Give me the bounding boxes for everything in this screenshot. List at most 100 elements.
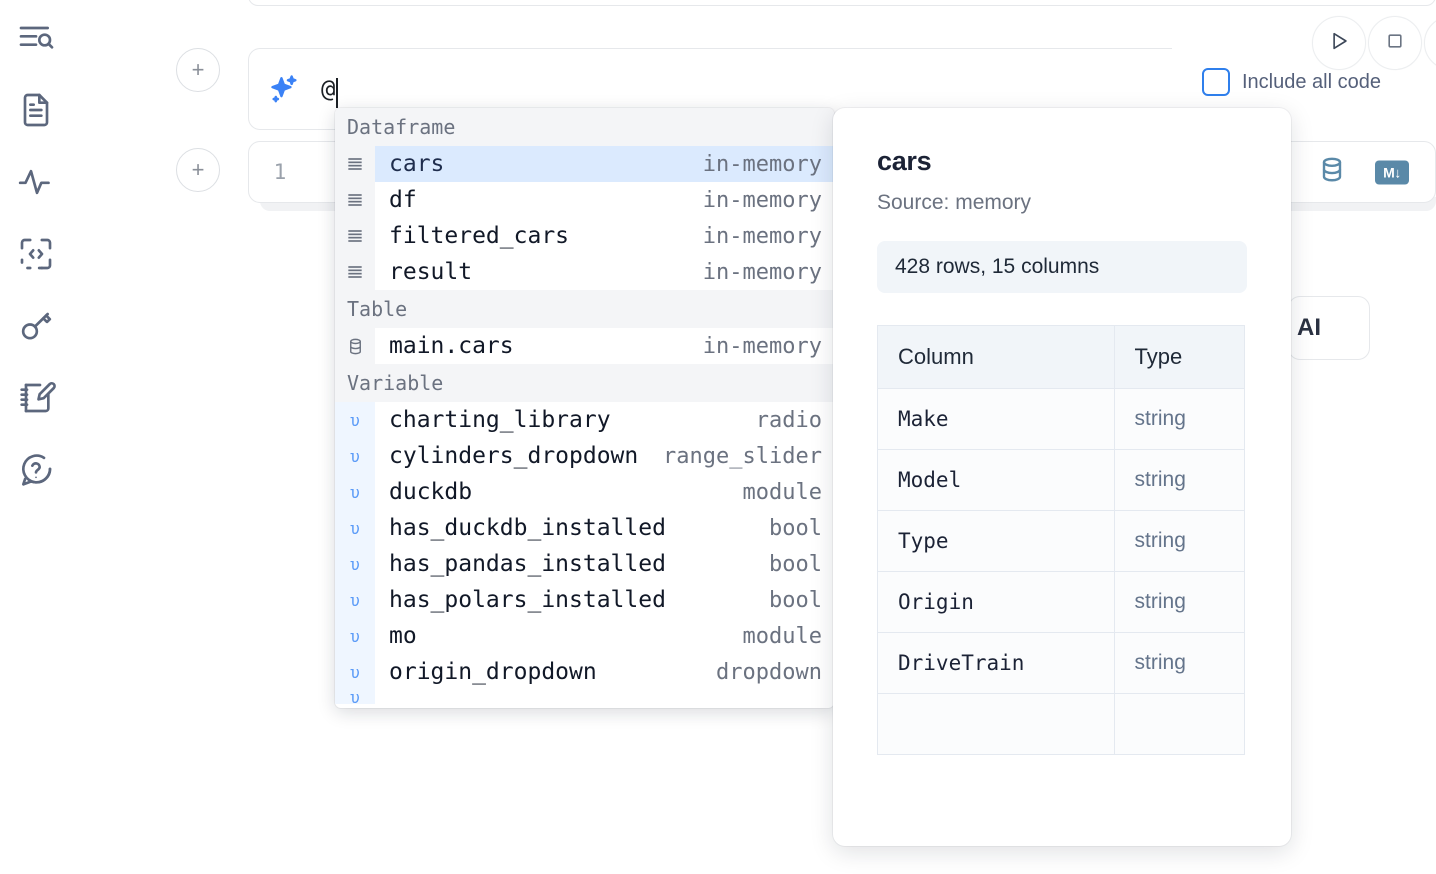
autocomplete-item-name: has_pandas_installed: [389, 551, 666, 577]
autocomplete-item-kind: in-memory: [702, 259, 822, 285]
autocomplete-item-name: cars: [375, 146, 703, 182]
cell-column-type: [1114, 693, 1245, 755]
autocomplete-item-result[interactable]: result in-memory: [335, 254, 834, 290]
table-row: Make string: [877, 388, 1245, 450]
autocomplete-item-cars[interactable]: cars in-memory: [335, 146, 834, 182]
autocomplete-item-has-duckdb-installed[interactable]: υ has_duckdb_installed bool: [335, 510, 834, 546]
cell-column-name: Model: [877, 449, 1115, 511]
autocomplete-group-header: Table: [335, 290, 834, 328]
autocomplete-item-name: duckdb: [389, 479, 473, 505]
autocomplete-item-kind: in-memory: [702, 223, 822, 249]
code-snippets-icon: [16, 234, 56, 274]
sidebar-item-outline[interactable]: [14, 88, 58, 132]
text-caret: [336, 78, 339, 108]
stop-square-icon: [1383, 29, 1407, 58]
add-cell-button-bottom[interactable]: +: [176, 148, 220, 192]
autocomplete-item-mo[interactable]: υ mo module: [335, 618, 834, 654]
autocomplete-item-name: charting_library: [389, 407, 611, 433]
table-row: Type string: [877, 510, 1245, 572]
include-all-code-checkbox[interactable]: [1202, 68, 1230, 96]
autocomplete-group-header: Dataframe: [335, 108, 834, 146]
sidebar-item-file-explorer[interactable]: [14, 16, 58, 60]
detail-schema-table: Column Type Make string Model string Typ…: [877, 325, 1245, 755]
autocomplete-item-name: has_duckdb_installed: [389, 515, 666, 541]
autocomplete-item-kind: radio: [755, 407, 822, 433]
sparkle-ai-icon: [267, 72, 301, 106]
table-row-clipped: [877, 693, 1245, 755]
cell-column-name: [877, 693, 1115, 755]
autocomplete-item-name: [375, 690, 822, 704]
autocomplete-item-clipped[interactable]: υ: [335, 690, 834, 704]
markdown-icon[interactable]: M↓: [1375, 160, 1409, 184]
notebook-edit-icon: [16, 378, 56, 418]
table-row: Model string: [877, 449, 1245, 511]
variable-icon: υ: [335, 582, 375, 618]
table-row: Origin string: [877, 571, 1245, 633]
include-all-code-label: Include all code: [1242, 70, 1381, 93]
cell-column-name: Make: [877, 388, 1115, 450]
variable-icon: υ: [335, 546, 375, 582]
autocomplete-item-cylinders-dropdown[interactable]: υ cylinders_dropdown range_slider: [335, 438, 834, 474]
line-number: 1: [273, 160, 287, 184]
autocomplete-item-name: filtered_cars: [389, 223, 570, 249]
autocomplete-item-name: has_polars_installed: [389, 587, 666, 613]
table-header-row: Column Type: [877, 325, 1245, 389]
cell-column-type: string: [1114, 449, 1245, 511]
help-chat-icon: [16, 450, 56, 490]
column-header-column: Column: [877, 325, 1115, 389]
autocomplete-item-kind: in-memory: [702, 146, 834, 182]
database-icon[interactable]: [1317, 155, 1347, 190]
variable-icon: υ: [335, 438, 375, 474]
autocomplete-item-kind: in-memory: [702, 187, 822, 213]
autocomplete-item-kind: in-memory: [702, 333, 822, 359]
autocomplete-item-name: mo: [389, 623, 417, 649]
sidebar-item-activity[interactable]: [14, 160, 58, 204]
cell-column-name: Type: [877, 510, 1115, 572]
ai-float-button[interactable]: AI: [1288, 296, 1370, 360]
autocomplete-item-kind: bool: [769, 551, 822, 577]
cell-action-icons: M↓: [1317, 155, 1409, 190]
detail-title: cars: [877, 146, 932, 176]
autocomplete-item-df[interactable]: df in-memory: [335, 182, 834, 218]
autocomplete-item-main-cars[interactable]: main.cars in-memory: [335, 328, 834, 364]
sidebar-item-snippets[interactable]: [14, 232, 58, 276]
autocomplete-item-has-pandas-installed[interactable]: υ has_pandas_installed bool: [335, 546, 834, 582]
autocomplete-item-charting-library[interactable]: υ charting_library radio: [335, 402, 834, 438]
autocomplete-item-name: cylinders_dropdown: [389, 443, 639, 469]
autocomplete-item-duckdb[interactable]: υ duckdb module: [335, 474, 834, 510]
autocomplete-item-kind: bool: [769, 587, 822, 613]
autocomplete-item-origin-dropdown[interactable]: υ origin_dropdown dropdown: [335, 654, 834, 690]
variable-icon: υ: [335, 690, 375, 704]
autocomplete-dropdown[interactable]: Dataframe cars in-memory df in-memory: [335, 108, 834, 708]
ai-prompt-input[interactable]: @: [321, 66, 1172, 112]
table-row: DriveTrain string: [877, 632, 1245, 694]
autocomplete-item-kind: bool: [769, 515, 822, 541]
add-cell-button-top[interactable]: +: [176, 48, 220, 92]
sidebar-item-scratchpad[interactable]: [14, 376, 58, 420]
cell-toolbar: Include all code: [1172, 0, 1436, 130]
autocomplete-item-kind: module: [742, 623, 822, 649]
more-actions-button[interactable]: [1424, 16, 1436, 70]
include-all-code-row[interactable]: Include all code: [1202, 68, 1381, 96]
detail-source: Source: memory: [877, 191, 1032, 214]
table-database-icon: [335, 328, 375, 364]
stop-button[interactable]: [1368, 16, 1422, 70]
detail-shape-badge: 428 rows, 15 columns: [877, 241, 1247, 293]
dataframe-icon: [335, 182, 375, 218]
run-button[interactable]: [1312, 16, 1366, 70]
autocomplete-item-filtered-cars[interactable]: filtered_cars in-memory: [335, 218, 834, 254]
cell-column-name: Origin: [877, 571, 1115, 633]
cell-column-type: string: [1114, 388, 1245, 450]
variable-icon: υ: [335, 402, 375, 438]
cell-column-type: string: [1114, 571, 1245, 633]
play-icon: [1326, 28, 1352, 59]
cell-column-type: string: [1114, 632, 1245, 694]
autocomplete-item-has-polars-installed[interactable]: υ has_polars_installed bool: [335, 582, 834, 618]
autocomplete-item-name: result: [389, 259, 473, 285]
sidebar-item-help[interactable]: [14, 448, 58, 492]
key-icon: [16, 306, 56, 346]
activity-pulse-icon: [16, 162, 56, 202]
autocomplete-group-header: Variable: [335, 364, 834, 402]
sidebar-item-secrets[interactable]: [14, 304, 58, 348]
document-icon: [16, 90, 56, 130]
